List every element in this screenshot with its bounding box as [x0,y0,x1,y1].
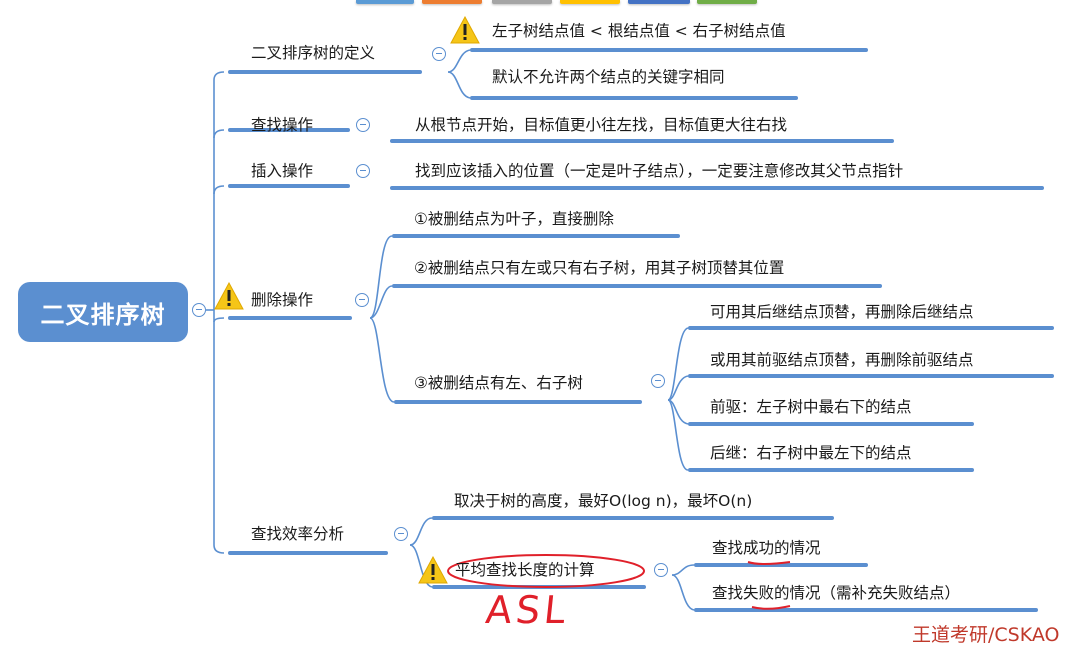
definition-collapse-toggle[interactable] [432,47,446,61]
warning-icon [450,16,480,44]
watermark: 王道考研/CSKAO [912,624,1060,646]
case3-predecessor-def[interactable]: 前驱：左子树中最右下的结点 [710,398,912,416]
handwritten-asl-annotation: ASL [483,588,572,632]
color-swatch-gray[interactable] [492,0,552,4]
color-swatch-orange[interactable] [422,0,482,4]
warning-icon [418,556,448,584]
color-swatch-green[interactable] [697,0,757,4]
delete-case-two-children[interactable]: ③被删结点有左、右子树 [414,374,583,392]
efficiency-asl[interactable]: 平均查找长度的计算 [455,561,595,579]
search-collapse-toggle[interactable] [356,118,370,132]
branch-delete[interactable]: 删除操作 [251,291,314,309]
asl-failure-case[interactable]: 查找失败的情况（需补充失败结点） [712,584,961,602]
case3-successor-def[interactable]: 后继：右子树中最左下的结点 [710,444,912,462]
search-item[interactable]: 从根节点开始，目标值更小往左找，目标值更大往右找 [415,116,788,134]
case3-collapse-toggle[interactable] [651,374,665,388]
branch-insert[interactable]: 插入操作 [251,162,314,180]
delete-collapse-toggle[interactable] [355,293,369,307]
color-swatch-blue[interactable] [356,0,414,4]
definition-item-unique[interactable]: 默认不允许两个结点的关键字相同 [492,68,725,86]
asl-collapse-toggle[interactable] [654,563,668,577]
asl-success-case[interactable]: 查找成功的情况 [712,539,821,557]
branch-search[interactable]: 查找操作 [251,116,314,134]
color-swatch-navy[interactable] [628,0,690,4]
root-node-label: 二叉排序树 [40,300,166,329]
efficiency-collapse-toggle[interactable] [394,527,408,541]
root-collapse-toggle[interactable] [192,303,206,317]
case3-successor-replace[interactable]: 可用其后继结点顶替，再删除后继结点 [710,303,974,321]
insert-collapse-toggle[interactable] [356,164,370,178]
warning-icon [214,282,244,310]
branch-definition[interactable]: 二叉排序树的定义 [251,44,376,62]
branch-efficiency[interactable]: 查找效率分析 [251,525,345,543]
root-node[interactable]: 二叉排序树 [18,282,188,342]
insert-item[interactable]: 找到应该插入的位置（一定是叶子结点），一定要注意修改其父节点指针 [415,162,904,180]
definition-item-order[interactable]: 左子树结点值 < 根结点值 < 右子树结点值 [492,22,786,40]
color-swatch-gold[interactable] [560,0,620,4]
case3-predecessor-replace[interactable]: 或用其前驱结点顶替，再删除前驱结点 [710,351,974,369]
delete-case-one-child[interactable]: ②被删结点只有左或只有右子树，用其子树顶替其位置 [414,259,785,277]
efficiency-height[interactable]: 取决于树的高度，最好O(log n)，最坏O(n) [454,492,753,510]
delete-case-leaf[interactable]: ①被删结点为叶子，直接删除 [414,210,614,228]
